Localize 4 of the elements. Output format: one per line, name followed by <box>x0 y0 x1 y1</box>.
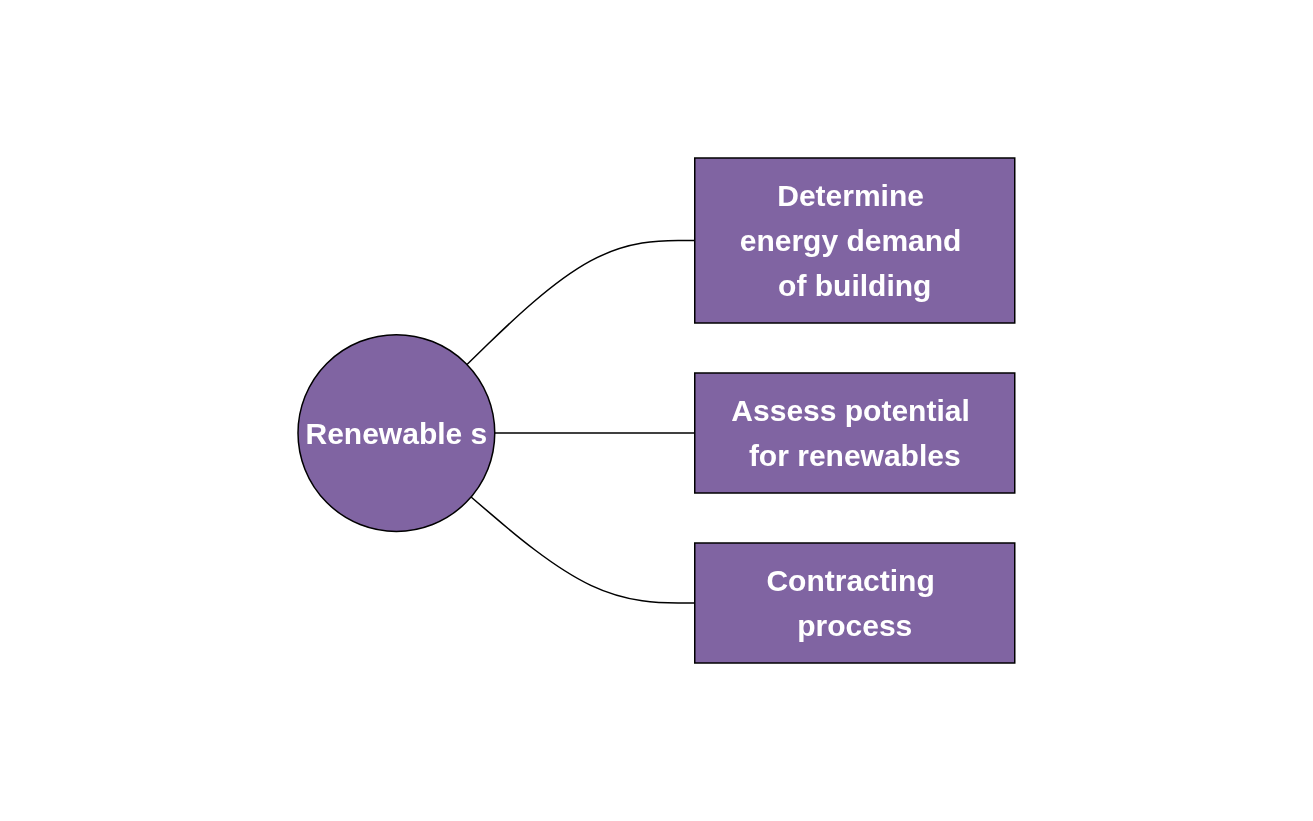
node-circle: Renewable s <box>297 333 496 533</box>
node-box: Determine energy demand of building <box>694 157 1016 324</box>
node-box: Assess potential for renewables <box>694 372 1016 494</box>
node-box: Contracting process <box>694 542 1016 664</box>
